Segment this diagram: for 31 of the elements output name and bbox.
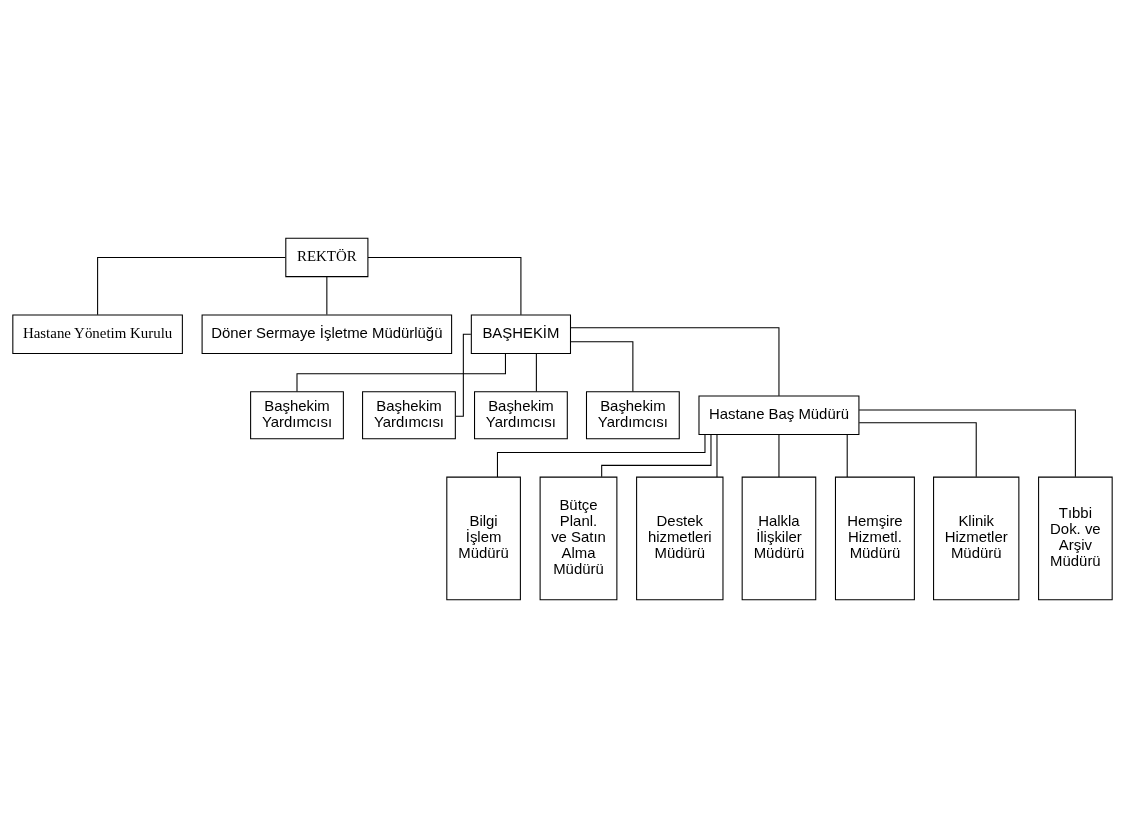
node-box: Klinik Hizmetler Müdürü — [933, 476, 1020, 600]
connector — [858, 408, 1076, 477]
node-box: BAŞHEKİM — [470, 314, 572, 354]
node-box: Hastane Baş Müdürü — [698, 395, 860, 435]
connector — [601, 433, 712, 477]
connector — [570, 340, 634, 392]
connector — [535, 352, 537, 392]
connector — [570, 326, 780, 396]
node-box: Halkla İlişkiler Müdürü — [741, 476, 817, 600]
connector — [496, 433, 706, 477]
connector — [367, 256, 522, 315]
connector — [296, 352, 506, 392]
node-box: Bilgi İşlem Müdürü — [446, 476, 521, 600]
node-box: Bütçe Planl. ve Satın Alma Müdürü — [539, 476, 618, 600]
node-box: Başhekim Yardımcısı — [362, 390, 456, 439]
connector — [716, 433, 718, 477]
node-box: REKTÖR — [285, 237, 369, 277]
node-box: Hemşire Hizmetl. Müdürü — [834, 476, 915, 600]
connector — [846, 433, 848, 477]
connector — [455, 333, 472, 417]
node-box: Hastane Yönetim Kurulu — [12, 314, 183, 354]
node-box: Destek hizmetleri Müdürü — [636, 476, 724, 600]
node-box: Başhekim Yardımcısı — [250, 390, 344, 439]
connector — [778, 433, 780, 477]
node-box: Başhekim Yardımcısı — [474, 390, 568, 439]
connector — [97, 256, 286, 315]
node-box: Başhekim Yardımcısı — [585, 390, 680, 439]
node-box: Tıbbi Dok. ve Arşiv Müdürü — [1038, 476, 1113, 600]
node-box: Döner Sermaye İşletme Müdürlüğü — [201, 314, 453, 354]
connector — [326, 275, 328, 315]
connector — [858, 421, 977, 477]
